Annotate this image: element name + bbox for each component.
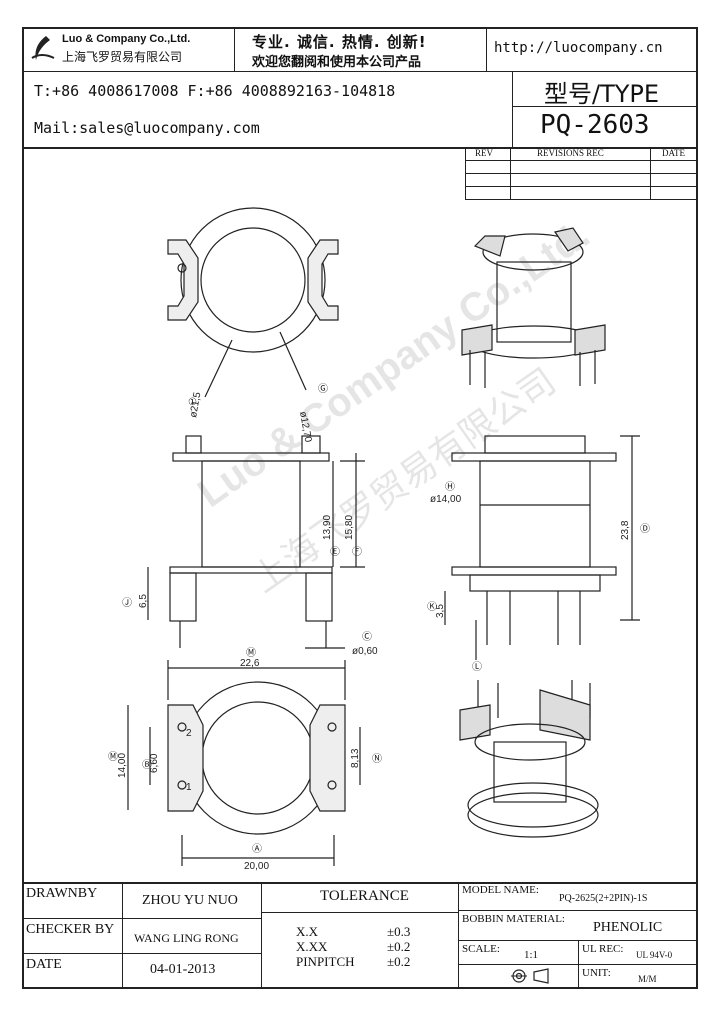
slogan-line2: 欢迎您翻阅和使用本公司产品 [252,55,422,70]
unit-value: M/M [638,974,657,984]
company-name: Luo & Company Co.,Ltd. [62,33,191,45]
dim-14-00: 14,00 [117,753,128,778]
tolerance-label: TOLERANCE [320,888,409,904]
model-name-label: MODEL NAME: [462,884,539,896]
date-header: DATE [662,148,685,158]
dim-mark-j: Ⓙ [122,597,132,609]
slogan-line1: 专业. 诚信. 热情. 创新! [252,33,427,51]
dim-mark-1: ① [188,397,197,408]
dim-mark-b: Ⓑ [142,759,152,771]
dim-13-90: 13,90 [322,515,333,540]
dim-mark-d: Ⓓ [640,523,650,535]
footer-top-line [22,882,698,884]
dim-mark-n: Ⓝ [372,753,382,765]
footer-right-hline-1 [458,910,698,911]
dim-mark-h: Ⓗ [445,481,455,493]
type-label: 型号/TYPE [544,80,660,108]
dim-d12-70: ø12,70 [297,411,313,444]
tol-val-pinpitch: ±0.2 [387,954,411,969]
dim-mark-c: Ⓒ [362,631,372,643]
company-logo-icon [28,32,58,66]
footer-vline-3 [458,882,459,989]
footer-hline-2 [22,953,261,954]
dim-22-6: 22,6 [240,658,260,669]
revision-table: REV REVISIONS REC DATE [465,148,698,200]
tol-val-xx: ±0.3 [387,924,411,939]
dim-mark-m: Ⓜ [246,647,256,659]
dim-mark-g: Ⓖ [318,383,328,395]
scale-label: SCALE: [462,943,500,955]
phone-fax: T:+86 4008617008 F:+86 4008892163-104818 [34,82,396,100]
model-number: PQ-2603 [540,110,650,140]
model-name-value: PQ-2625(2+2PIN)-1S [559,893,648,904]
iso-view-top [461,227,606,388]
tol-key-pinpitch: PINPITCH [296,954,355,969]
date-label: DATE [26,957,62,972]
drawnby-value: ZHOU YU NUO [142,893,238,908]
footer-vline-2 [261,882,262,989]
pin-label-1: 1 [186,782,192,793]
dim-15-80: 15,80 [344,515,355,540]
front-view [147,435,365,649]
dim-d0-60: ø0,60 [352,646,378,657]
tol-key-xxx: X.XX [296,939,328,954]
header-vline-2 [486,27,487,71]
header-bottom-line [22,147,698,149]
rev-header: REV [475,148,493,158]
dim-23-8: 23,8 [620,520,631,540]
pin-label-2: 2 [186,728,192,739]
unit-label: UNIT: [582,967,611,979]
header-vline-1 [234,27,235,71]
tol-key-xx: X.X [296,924,319,939]
type-box-line [512,71,513,147]
footer-hline-1 [22,918,261,919]
dim-mark-f: Ⓕ [352,546,362,558]
dim-d21-5: ø21,5 [188,391,203,419]
company-name-cn: 上海飞罗贸易有限公司 [62,50,183,64]
bottom-view [127,660,361,866]
top-view [167,207,339,398]
drawing-sheet [22,27,698,989]
ul-rec-label: UL REC: [582,943,624,955]
bobbin-material-label: BOBBIN MATERIAL: [462,913,565,925]
date-value: 04-01-2013 [150,962,216,977]
iso-view-bottom [459,680,599,838]
dim-6-60: 6,60 [149,753,160,773]
dim-mark-k: Ⓚ [427,601,437,613]
dim-mark-l: Ⓛ [472,661,482,673]
projection-symbol-icon [510,967,554,985]
dim-20-00: 20,00 [244,861,269,872]
bobbin-material-value: PHENOLIC [593,920,663,935]
dim-mark-m2: Ⓜ [108,751,118,763]
footer-tol-line [261,912,458,913]
dim-3-5: 3,5 [435,604,446,618]
drawnby-label: DRAWNBY [26,886,98,901]
header-divider [22,71,698,72]
dim-8-13: 8,13 [350,748,361,768]
checker-label: CHECKER BY [26,922,115,937]
mail-address[interactable]: Mail:sales@luocompany.com [34,119,260,137]
side-view [444,435,640,660]
website-link[interactable]: http://luocompany.cn [494,40,663,56]
dim-d14-00: ø14,00 [430,494,462,505]
scale-value: 1:1 [524,949,539,961]
checker-value: WANG LING RONG [134,931,239,945]
tolerance-values: ±0.3 ±0.2 ±0.2 [387,924,410,969]
tolerance-keys: X.X X.XX PINPITCH [296,924,355,969]
type-box-mid [512,106,698,107]
dim-6-5: 6,5 [138,594,149,608]
ul-rec-value: UL 94V-0 [636,950,673,960]
dim-mark-e: Ⓔ [330,546,340,558]
footer-vline-1 [122,882,123,989]
footer-right-vline [578,940,579,989]
dim-mark-a: Ⓐ [252,843,262,855]
tol-val-xxx: ±0.2 [387,939,411,954]
revisions-rec-header: REVISIONS REC [537,148,604,158]
